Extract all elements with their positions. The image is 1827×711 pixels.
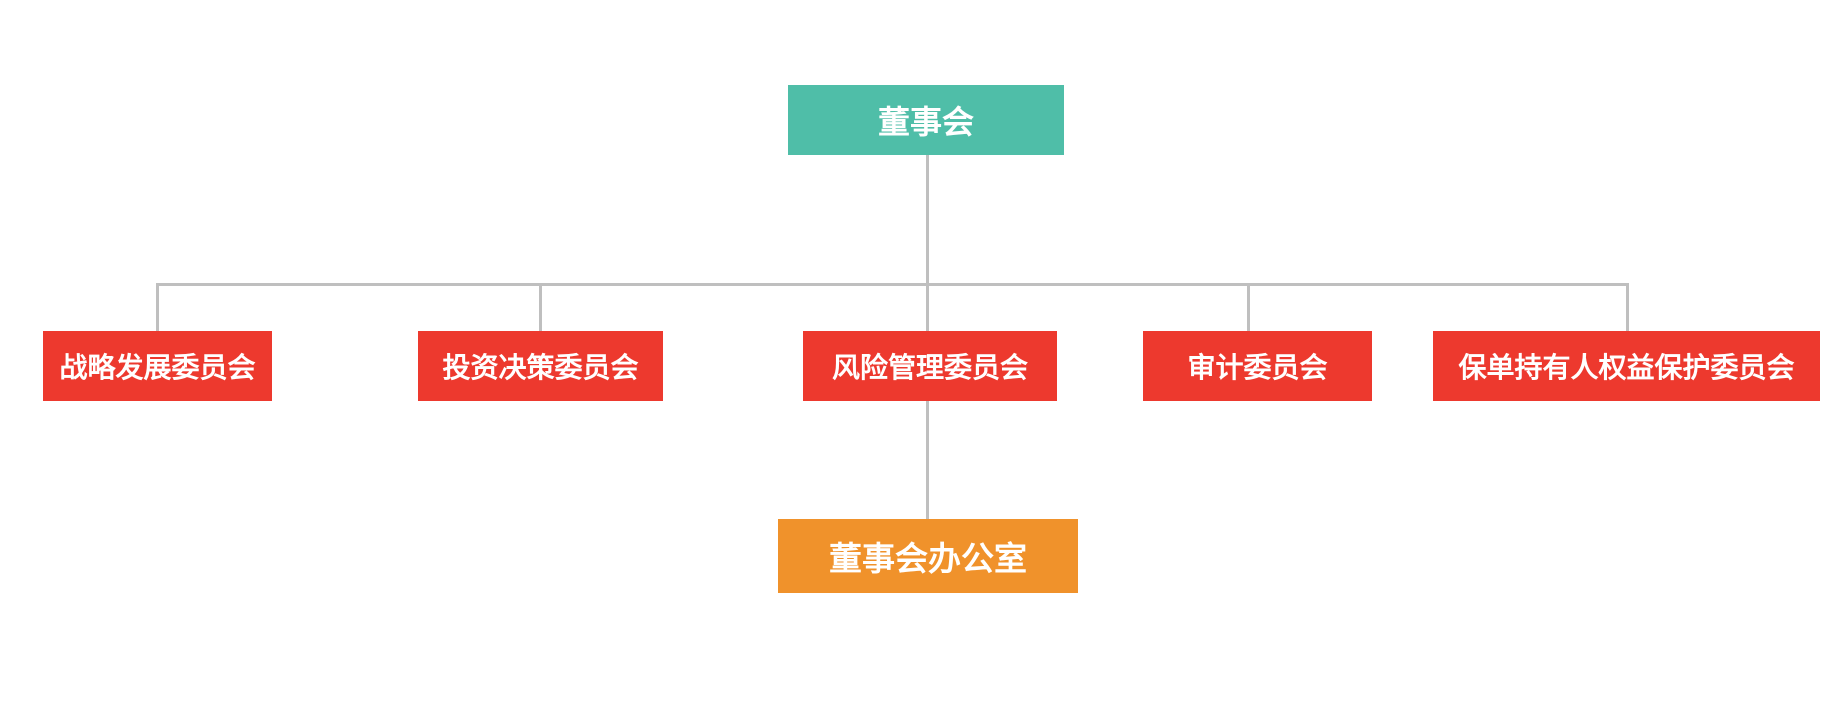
connector-drop-investment <box>539 286 542 331</box>
connector-drop-risk <box>926 286 929 331</box>
connector-drop-policyholder <box>1626 286 1629 331</box>
connector-drop-audit <box>1247 286 1250 331</box>
org-node-policyholder-rights-protection-committee: 保单持有人权益保护委员会 <box>1433 331 1820 401</box>
org-node-strategy-development-committee: 战略发展委员会 <box>43 331 272 401</box>
org-node-board-office: 董事会办公室 <box>778 519 1078 593</box>
connector-horizontal-rail <box>156 283 1629 286</box>
org-node-investment-decision-committee: 投资决策委员会 <box>418 331 663 401</box>
org-node-audit-committee: 审计委员会 <box>1143 331 1372 401</box>
connector-office-vertical <box>926 401 929 519</box>
connector-root-vertical <box>926 155 929 283</box>
org-node-board: 董事会 <box>788 85 1064 155</box>
org-node-risk-management-committee: 风险管理委员会 <box>803 331 1057 401</box>
connector-drop-strategy <box>156 286 159 331</box>
